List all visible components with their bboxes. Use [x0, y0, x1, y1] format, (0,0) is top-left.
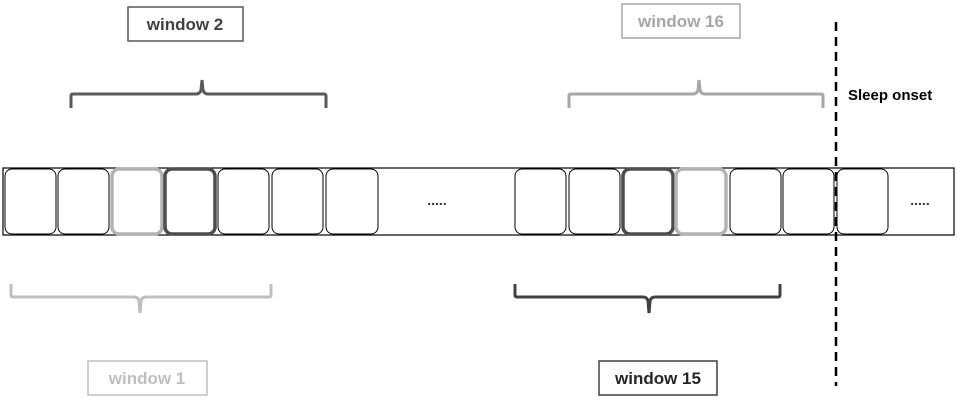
epoch-cells-left [4, 167, 379, 236]
epoch-cell [217, 168, 270, 235]
label-window-16-text: window 16 [637, 12, 724, 31]
brace-window-16 [567, 79, 825, 108]
epoch-cell [325, 168, 379, 235]
epoch-cell [57, 168, 110, 235]
epoch-cell-highlight-dark [163, 167, 217, 236]
label-window-15: window 15 [598, 360, 718, 396]
brace-window-1 [9, 284, 273, 314]
epoch-cell [782, 168, 835, 235]
label-window-15-text: window 15 [614, 369, 701, 388]
brace-window-15 [513, 284, 782, 314]
epoch-cell [514, 168, 567, 235]
sleep-onset-label: Sleep onset [848, 87, 932, 104]
epoch-cell [836, 168, 889, 235]
epoch-cell-highlight-light [674, 167, 728, 236]
epoch-cell [729, 168, 782, 235]
epoch-cells-right [514, 167, 889, 236]
epoch-cell-highlight-light [110, 167, 164, 236]
label-window-2: window 2 [127, 6, 244, 42]
label-window-1: window 1 [87, 360, 208, 396]
epoch-cell [271, 168, 324, 235]
ellipsis-left: ..... [427, 192, 446, 208]
epoch-cell [4, 168, 57, 235]
ellipsis-right: ..... [910, 192, 929, 208]
brace-window-2 [69, 79, 328, 108]
epoch-cell-highlight-dark [621, 167, 675, 236]
epoch-cell [568, 168, 621, 235]
label-window-1-text: window 1 [108, 369, 186, 388]
label-window-2-text: window 2 [146, 15, 224, 34]
label-window-16: window 16 [621, 3, 741, 39]
